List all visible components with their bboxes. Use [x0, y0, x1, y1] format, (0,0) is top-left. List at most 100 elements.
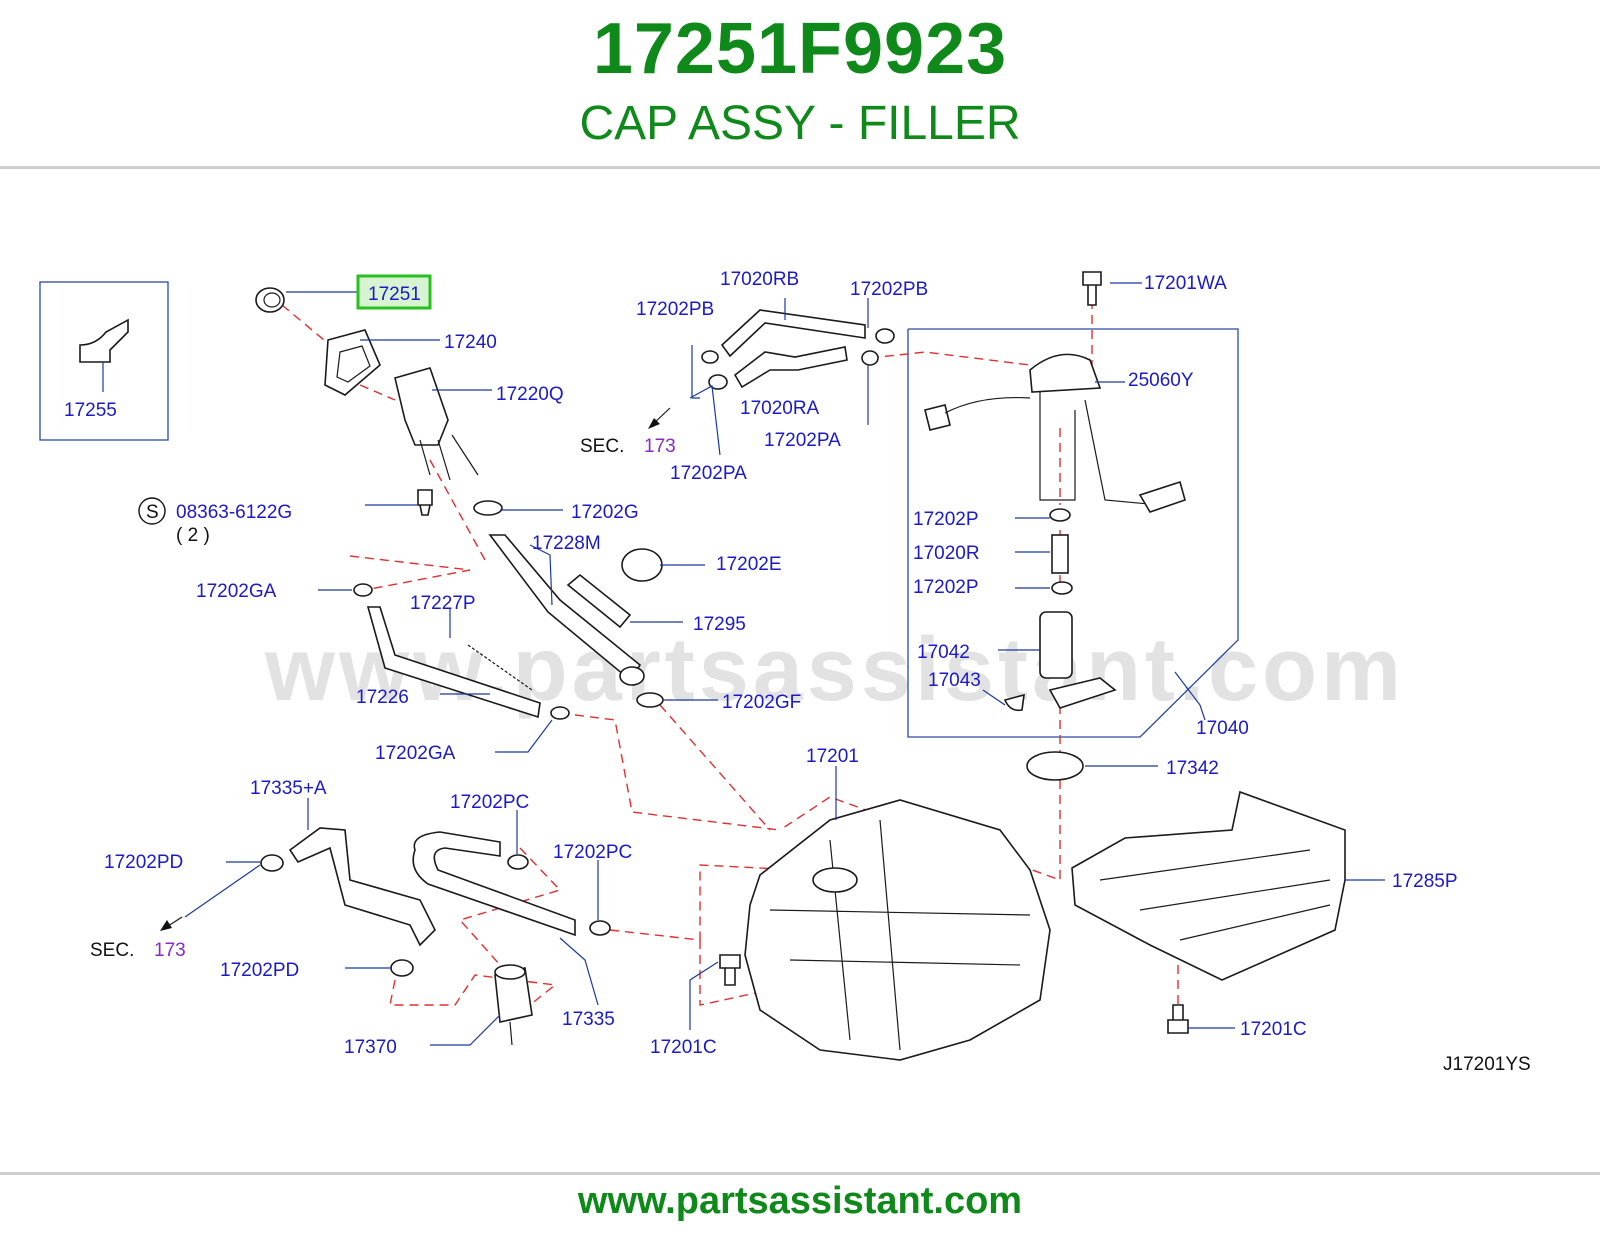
sec-prefix-lower: SEC.	[90, 940, 134, 961]
clamp-17202PA-2	[861, 350, 879, 366]
filler-tube-17228M	[488, 534, 642, 682]
label-17201WA[interactable]: 17201WA	[1144, 273, 1227, 294]
label-17285P[interactable]: 17285P	[1392, 871, 1458, 892]
label-17042[interactable]: 17042	[917, 642, 970, 663]
fuel-tank-17201	[744, 799, 1051, 1061]
fuel-pump-17042	[1039, 611, 1073, 679]
label-17201C-right[interactable]: 17201C	[1240, 1019, 1307, 1040]
label-17226[interactable]: 17226	[356, 687, 409, 708]
sec-number-lower[interactable]: 173	[154, 940, 186, 961]
sec-arrow-upper-head	[648, 418, 660, 429]
float-arm	[1138, 480, 1186, 513]
part-labels: 17251 17255 17240 17220Q S 08363-6122G (…	[64, 269, 1531, 1075]
sec-arrow-lower-head	[160, 920, 172, 931]
pump-assembly-box	[907, 328, 1239, 738]
assembly-dashed-lines	[281, 300, 1179, 1020]
label-08363-6122G[interactable]: 08363-6122G	[176, 502, 292, 523]
clamp-17202E	[621, 548, 663, 582]
label-17040[interactable]: 17040	[1196, 718, 1249, 739]
diagram-code: J17201YS	[1443, 1054, 1531, 1075]
label-17202P-lower[interactable]: 17202P	[913, 577, 979, 598]
protector-17285P	[1071, 790, 1346, 981]
clamp-17202P-2	[1051, 581, 1073, 595]
label-17202GA-upper[interactable]: 17202GA	[196, 581, 277, 602]
hose-17020R	[1051, 534, 1069, 574]
label-17201[interactable]: 17201	[806, 746, 859, 767]
sec-prefix-upper: SEC.	[580, 436, 624, 457]
clamp-17202G	[473, 500, 503, 516]
spring-17227P	[467, 644, 533, 691]
label-17251-highlighted[interactable]: 17251	[368, 284, 421, 305]
sec-number-upper[interactable]: 173	[644, 436, 676, 457]
label-17020RA[interactable]: 17020RA	[740, 398, 820, 419]
label-17020R[interactable]: 17020R	[913, 543, 980, 564]
screw-marker: S	[146, 502, 159, 523]
clamp-17202PA-1	[708, 374, 728, 390]
pump-module-25060Y	[1029, 353, 1102, 393]
clamp-17202GA-1	[353, 583, 373, 597]
screw-08363	[417, 489, 433, 516]
clamp-17202PC-1	[507, 854, 529, 870]
label-17202PA-left[interactable]: 17202PA	[670, 463, 747, 484]
clamp-17202GA-2	[550, 706, 570, 720]
hose-17020RA	[733, 346, 848, 389]
label-17228M[interactable]: 17228M	[532, 533, 601, 554]
label-17240[interactable]: 17240	[444, 332, 497, 353]
bolt-17201WA	[1082, 271, 1102, 306]
bolt-17201C-1	[719, 954, 741, 986]
gasket-ring-17342	[1026, 751, 1084, 781]
bracket-17255	[79, 318, 129, 363]
footer-website[interactable]: www.partsassistant.com	[577, 1180, 1023, 1222]
label-17202PB-right[interactable]: 17202PB	[850, 279, 928, 300]
hose-17335A	[288, 827, 436, 947]
gasket-17240	[324, 329, 381, 396]
part-name-subtitle: CAP ASSY - FILLER	[579, 97, 1021, 150]
bolt-17201C-2	[1167, 1004, 1189, 1034]
label-17201C-left[interactable]: 17201C	[650, 1037, 717, 1058]
label-17202PC-lower[interactable]: 17202PC	[553, 842, 632, 863]
inset-box-17255	[39, 281, 169, 441]
clamp-17202P-1	[1049, 508, 1071, 522]
label-17227P[interactable]: 17227P	[410, 593, 476, 614]
label-17202GA-lower[interactable]: 17202GA	[375, 743, 456, 764]
label-17295[interactable]: 17295	[693, 614, 746, 635]
label-17202PC-upper[interactable]: 17202PC	[450, 792, 529, 813]
filler-neck-17220Q	[394, 367, 449, 446]
strainer-17043	[1048, 677, 1117, 709]
clamp-17202GF	[636, 692, 664, 708]
label-17335A[interactable]: 17335+A	[250, 778, 327, 799]
label-17202GF[interactable]: 17202GF	[722, 692, 801, 713]
hose-17295	[566, 573, 632, 629]
label-17370[interactable]: 17370	[344, 1037, 397, 1058]
label-17202G[interactable]: 17202G	[571, 502, 639, 523]
label-17342[interactable]: 17342	[1166, 758, 1219, 779]
hose-17335	[412, 831, 576, 937]
label-17043[interactable]: 17043	[928, 670, 981, 691]
screw-marker-circle	[138, 497, 166, 525]
clamp-17202PB-2	[875, 328, 895, 344]
clamp-17202PD-2	[390, 959, 414, 977]
watermark-text: www.partsassistant.com	[264, 620, 1405, 720]
clamp-17202PD-1	[260, 854, 284, 872]
label-17202P-upper[interactable]: 17202P	[913, 509, 979, 530]
leader-lines	[102, 282, 1385, 1046]
label-17202PB-left[interactable]: 17202PB	[636, 299, 714, 320]
label-17202E[interactable]: 17202E	[716, 554, 782, 575]
label-17202PD-lower[interactable]: 17202PD	[220, 960, 299, 981]
label-17202PA-right[interactable]: 17202PA	[764, 430, 841, 451]
screw-quantity: ( 2 )	[176, 525, 210, 546]
part-drawings	[79, 271, 1346, 1061]
page-header: 17251F9923 CAP ASSY - FILLER	[0, 0, 1600, 170]
label-25060Y[interactable]: 25060Y	[1128, 370, 1194, 391]
highlight-box-17251	[356, 274, 432, 310]
label-17335[interactable]: 17335	[562, 1009, 615, 1030]
label-17020RB[interactable]: 17020RB	[720, 269, 799, 290]
breather-hose-17226	[366, 606, 541, 719]
part-number-title: 17251F9923	[592, 9, 1008, 89]
label-17255[interactable]: 17255	[64, 400, 117, 421]
hose-17020RB	[720, 309, 866, 358]
header-divider	[0, 166, 1600, 169]
label-17220Q[interactable]: 17220Q	[496, 384, 564, 405]
label-17202PD-upper[interactable]: 17202PD	[104, 852, 183, 873]
